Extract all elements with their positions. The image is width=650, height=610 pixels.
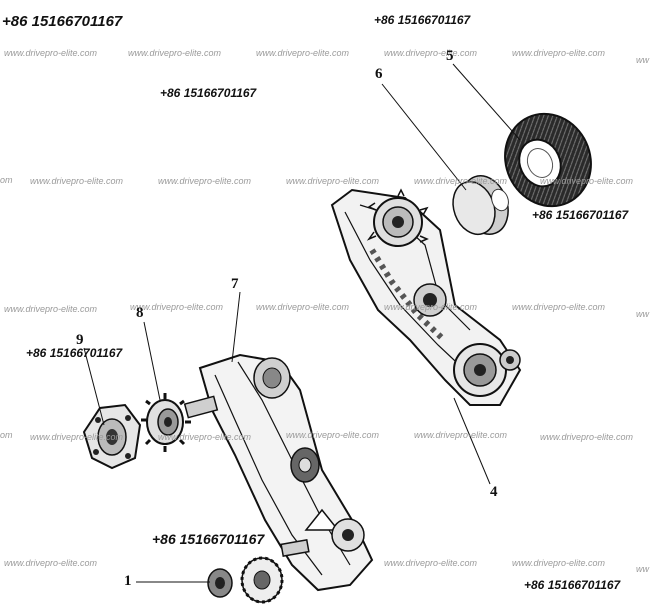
hub-part-9 [82, 403, 142, 470]
callout-7: 7 [231, 276, 239, 292]
watermark: www.drivepro-elite.com [286, 430, 380, 440]
watermark: www.drivepro-elite.com [414, 430, 508, 440]
phone-number: +86 15166701167 [152, 531, 265, 547]
gear-part-8 [141, 393, 191, 452]
watermark: www.drivepro-elite.com [540, 432, 634, 442]
rim [452, 175, 509, 236]
phone-number: +86 15166701167 [26, 346, 123, 360]
watermark: www.drivepro-elite.com [130, 302, 224, 312]
watermark: www.drivepro-elite.com [256, 302, 350, 312]
watermark-edge: ww [636, 309, 649, 319]
watermark: www.drivepro-elite.com [4, 558, 98, 568]
watermark: www.drivepro-elite.com [512, 48, 606, 58]
central-track-frame [183, 353, 374, 592]
watermark: www.drivepro-elite.com [158, 176, 252, 186]
watermark-edge: ww [636, 564, 649, 574]
callout-4: 4 [490, 484, 498, 500]
callout-5: 5 [446, 48, 454, 64]
phone-number: +86 15166701167 [532, 208, 629, 222]
watermark: www.drivepro-elite.com [540, 176, 634, 186]
watermark: www.drivepro-elite.com [4, 48, 98, 58]
callout-8: 8 [136, 305, 144, 321]
watermark: www.drivepro-elite.com [128, 48, 222, 58]
watermark: www.drivepro-elite.com [30, 176, 124, 186]
phone-number: +86 15166701167 [2, 13, 123, 30]
watermark-edge: ww [636, 55, 649, 65]
watermark: www.drivepro-elite.com [414, 176, 508, 186]
watermark: www.drivepro-elite.com [512, 302, 606, 312]
watermark: www.drivepro-elite.com [30, 432, 124, 442]
phone-number: +86 15166701167 [524, 578, 621, 592]
tire [504, 112, 592, 208]
watermark: www.drivepro-elite.com [512, 558, 606, 568]
watermark: www.drivepro-elite.com [384, 302, 478, 312]
leader-lines [83, 63, 521, 583]
watermark-edge: om [0, 430, 13, 440]
phone-number: +86 15166701167 [160, 86, 257, 100]
sprocket-part-1 [207, 556, 284, 604]
callout-6: 6 [375, 66, 383, 82]
callout-9: 9 [76, 332, 84, 348]
watermark: www.drivepro-elite.com [286, 176, 380, 186]
watermark: www.drivepro-elite.com [158, 432, 252, 442]
callout-1: 1 [124, 573, 132, 589]
watermark: www.drivepro-elite.com [384, 48, 478, 58]
watermark-edge: om [0, 175, 13, 185]
watermark: www.drivepro-elite.com [384, 558, 478, 568]
right-track-frame [330, 188, 522, 406]
watermark: www.drivepro-elite.com [256, 48, 350, 58]
phone-number: +86 15166701167 [374, 13, 471, 27]
watermark: www.drivepro-elite.com [4, 304, 98, 314]
